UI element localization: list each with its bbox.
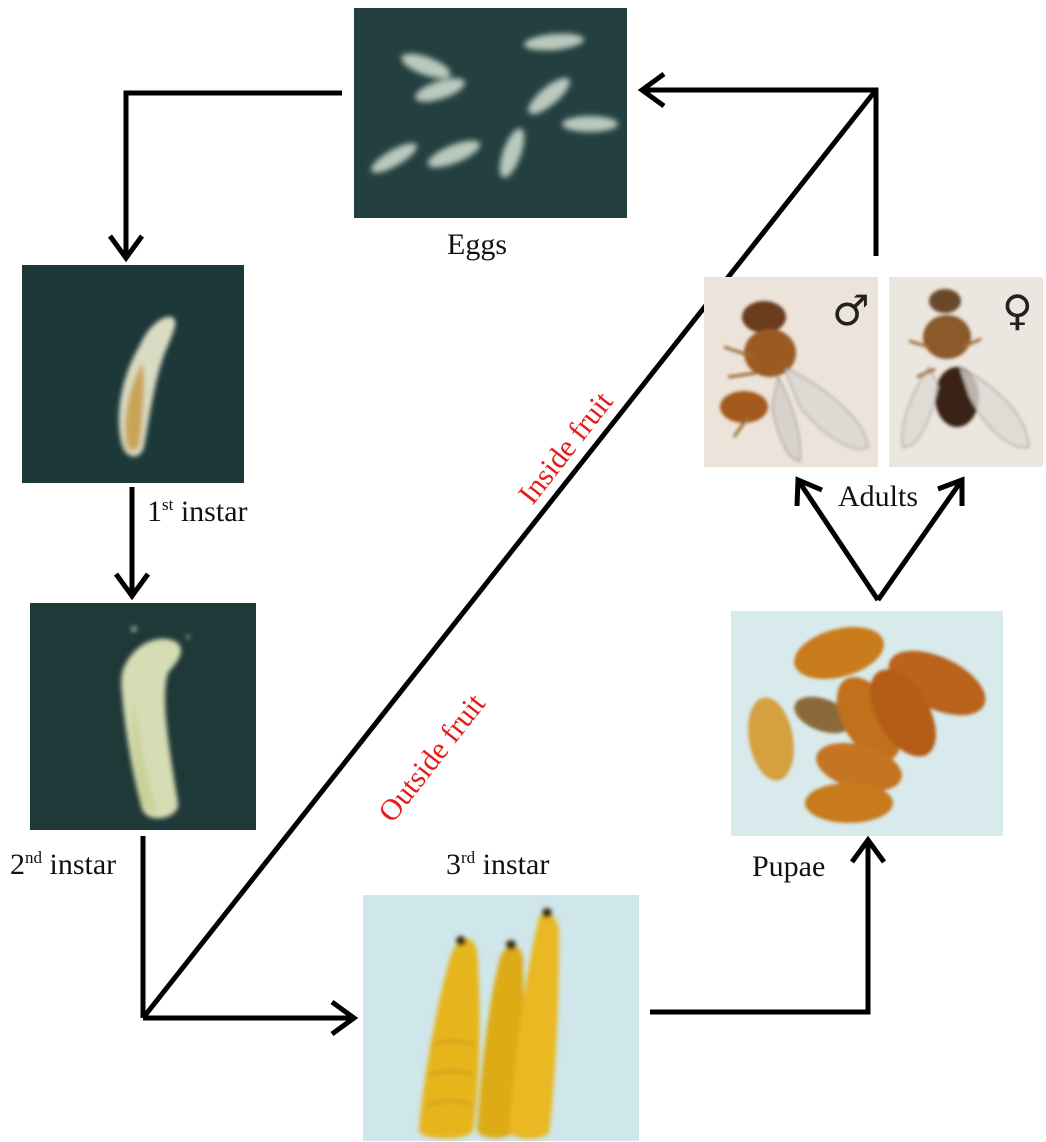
- male-symbol: ♂: [832, 290, 870, 332]
- second-instar-suffix: nd: [25, 848, 42, 867]
- second-instar-word: instar: [50, 848, 117, 881]
- arrow-adults-to-eggs: [642, 90, 876, 256]
- label-eggs: Eggs: [447, 230, 507, 260]
- first-instar-suffix: st: [162, 495, 173, 514]
- first-instar-photo: [22, 265, 244, 483]
- third-instar-word: instar: [483, 848, 550, 881]
- third-instar-photo: [363, 895, 639, 1141]
- pupae-photo: [731, 611, 1003, 836]
- arrow-eggs-to-first-instar: [126, 93, 342, 258]
- second-instar-photo: [30, 603, 256, 830]
- label-second-instar: 2nd instar: [10, 850, 116, 880]
- label-pupae: Pupae: [752, 852, 825, 882]
- eggs-photo: [354, 8, 627, 218]
- second-instar-number: 2: [10, 848, 25, 881]
- third-instar-suffix: rd: [461, 848, 475, 867]
- label-third-instar: 3rd instar: [446, 850, 549, 880]
- first-instar-number: 1: [147, 495, 162, 528]
- label-first-instar: 1st instar: [147, 497, 248, 527]
- label-adults: Adults: [838, 482, 918, 512]
- third-instar-number: 3: [446, 848, 461, 881]
- first-instar-word: instar: [181, 495, 248, 528]
- female-symbol: ♀: [1002, 290, 1033, 332]
